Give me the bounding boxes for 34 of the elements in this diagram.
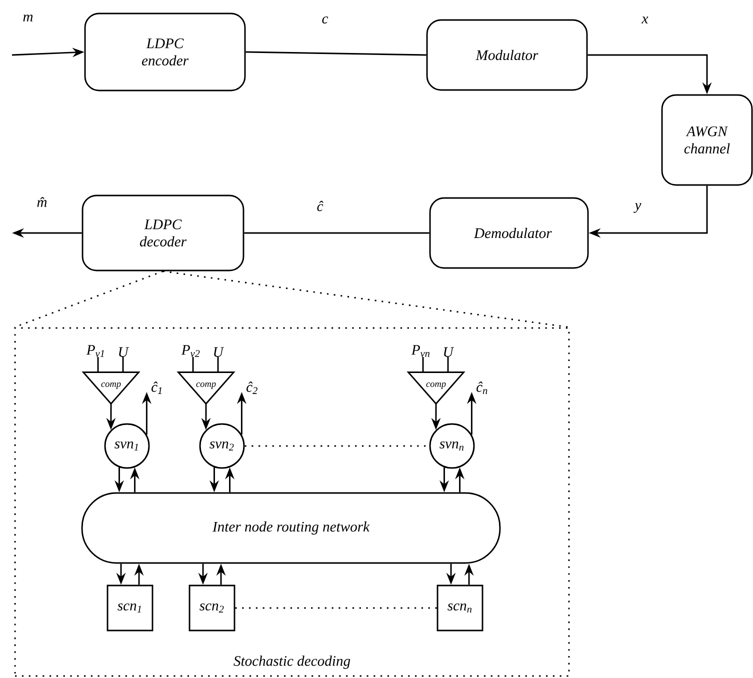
process-box: Demodulator bbox=[429, 197, 589, 269]
process-box: LDPC encoder bbox=[84, 12, 246, 92]
connector-line bbox=[97, 357, 99, 372]
signal-label: x bbox=[642, 16, 648, 24]
dotted-line bbox=[14, 270, 164, 328]
check-node-box: scn$_{1}$ bbox=[106, 584, 154, 632]
signal-label: U bbox=[444, 347, 454, 357]
signal-label: m bbox=[23, 14, 33, 22]
process-box: LDPC decoder bbox=[82, 194, 244, 272]
connector-line bbox=[447, 357, 449, 372]
connector-line bbox=[244, 232, 430, 234]
signal-label: U bbox=[214, 347, 224, 357]
signal-label: ĉ$_{2}$ bbox=[246, 382, 258, 394]
signal-label: ĉ$_{1}$ bbox=[152, 382, 162, 394]
signal-label: U bbox=[119, 347, 130, 357]
check-node-box: scn$_{n}$ bbox=[436, 584, 484, 632]
connector-line bbox=[422, 357, 424, 372]
connector-line bbox=[192, 357, 194, 372]
process-box: Modulator bbox=[426, 19, 588, 91]
signal-label: m̂ bbox=[37, 197, 47, 207]
dotted-line bbox=[235, 607, 437, 609]
dotted-line bbox=[162, 270, 570, 328]
signal-label: P$_{vn}$ bbox=[411, 345, 430, 357]
signal-label: ĉ$_{n}$ bbox=[476, 382, 488, 394]
check-node-box: scn$_{2}$ bbox=[188, 584, 236, 632]
signal-label: y bbox=[634, 203, 642, 213]
connector-line bbox=[122, 357, 124, 372]
signal-label: ĉ bbox=[317, 200, 324, 212]
signal-label: P$_{v2}$ bbox=[181, 345, 200, 357]
connector-line bbox=[217, 357, 219, 372]
signal-label: c bbox=[322, 16, 328, 24]
process-box: AWGN channel bbox=[661, 94, 753, 186]
connector-line bbox=[246, 51, 426, 56]
signal-label: P$_{v1}$ bbox=[86, 345, 104, 357]
